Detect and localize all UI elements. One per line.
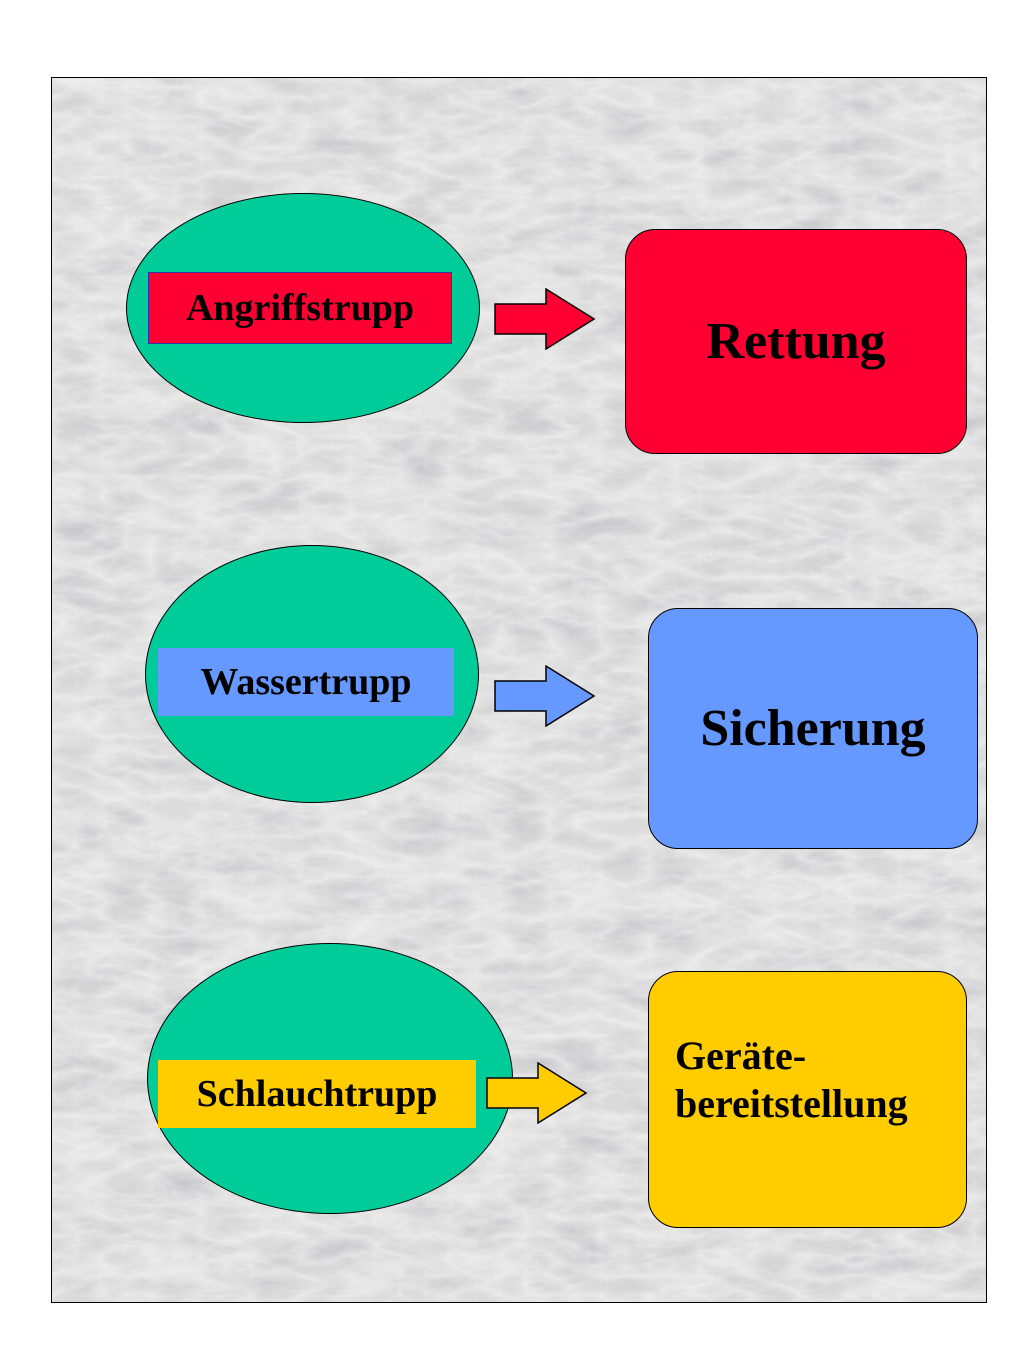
team-label-wassertrupp: Wassertrupp bbox=[158, 648, 454, 716]
task-label-line1: Geräte- bbox=[675, 1033, 807, 1078]
right-arrow-icon bbox=[494, 665, 596, 727]
task-box-sicherung: Sicherung bbox=[648, 608, 978, 849]
task-box-geraetebereitstellung: Geräte- bereitstellung bbox=[648, 971, 967, 1228]
right-arrow-icon bbox=[494, 288, 596, 350]
task-label-line2: bereitstellung bbox=[675, 1081, 908, 1126]
right-arrow-icon bbox=[486, 1062, 588, 1124]
team-label-schlauchtrupp: Schlauchtrupp bbox=[158, 1060, 476, 1128]
team-label-angriffstrupp: Angriffstrupp bbox=[148, 272, 452, 344]
task-box-rettung: Rettung bbox=[625, 229, 967, 454]
